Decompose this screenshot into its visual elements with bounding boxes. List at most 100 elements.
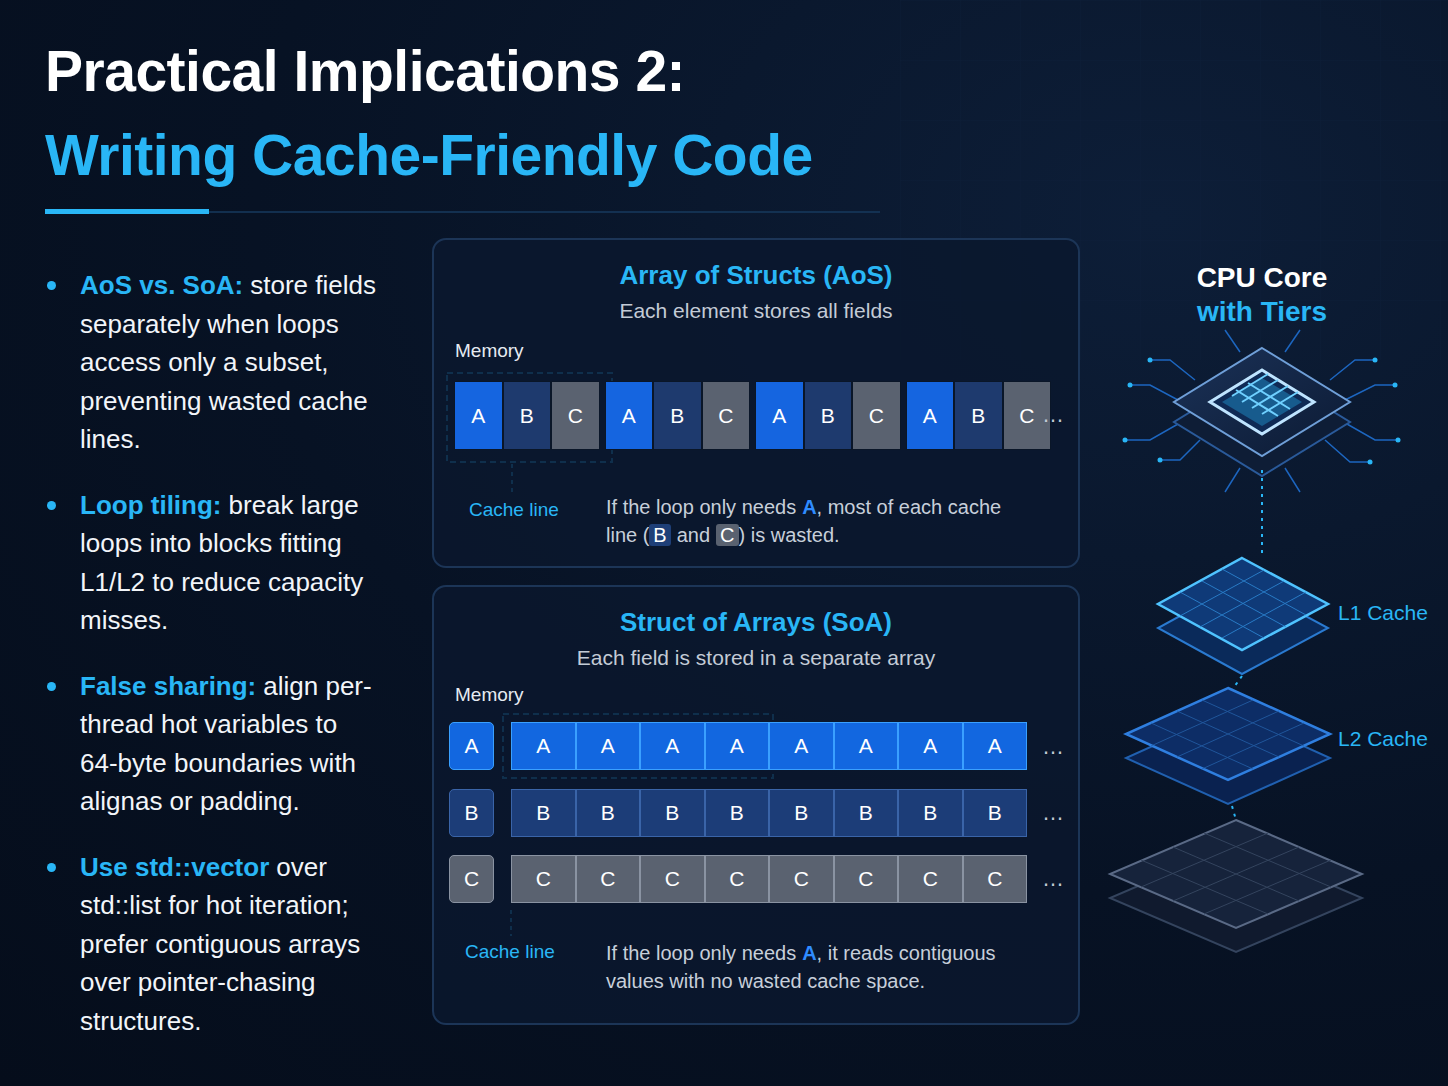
bullet-lead: AoS vs. SoA: bbox=[80, 270, 243, 300]
bullet-lead: False sharing: bbox=[80, 671, 256, 701]
panel-title: Array of Structs (AoS) bbox=[434, 260, 1078, 291]
memory-cell: A bbox=[755, 381, 804, 450]
bullet-dot bbox=[47, 863, 56, 872]
cell-label: A bbox=[859, 734, 873, 758]
cpu-title: CPU Core bbox=[1132, 262, 1392, 294]
bullet-dot bbox=[47, 501, 56, 510]
panel-subtitle: Each element stores all fields bbox=[434, 299, 1078, 323]
note-chip: B bbox=[649, 524, 670, 546]
bullet-list: AoS vs. SoA:store fields separately when… bbox=[45, 266, 380, 1067]
memory-cell: C bbox=[963, 855, 1028, 903]
memory-cell: A bbox=[640, 722, 705, 770]
memory-cell: C bbox=[834, 855, 899, 903]
cell-label: B bbox=[730, 801, 744, 825]
memory-cell: C bbox=[702, 381, 751, 450]
memory-cell: B bbox=[653, 381, 702, 450]
note-part: ) is wasted. bbox=[739, 524, 840, 546]
note-part: and bbox=[677, 524, 710, 546]
panel-header: Array of Structs (AoS) Each element store… bbox=[434, 260, 1078, 323]
memory-cell: C bbox=[769, 855, 834, 903]
cell-label: C bbox=[987, 867, 1002, 891]
cell-label: C bbox=[536, 867, 551, 891]
cache-line-bracket bbox=[503, 714, 773, 778]
cell-label: C bbox=[718, 404, 733, 428]
cell-label: B bbox=[923, 801, 937, 825]
ellipsis: … bbox=[1042, 866, 1064, 892]
memory-cell: A bbox=[605, 381, 654, 450]
memory-cell: B bbox=[640, 789, 705, 837]
note-part: If the loop only needs bbox=[606, 942, 796, 964]
memory-cell: A bbox=[834, 722, 899, 770]
cell-label: B bbox=[464, 801, 478, 825]
cpu-illustration bbox=[1110, 330, 1401, 952]
memory-cell: B bbox=[769, 789, 834, 837]
cell-label: B bbox=[601, 801, 615, 825]
memory-cell: A bbox=[906, 381, 955, 450]
cell-label: A bbox=[730, 734, 744, 758]
cell-label: B bbox=[859, 801, 873, 825]
memory-cell: C bbox=[852, 381, 901, 450]
memory-cell: A bbox=[454, 381, 503, 450]
cell-label: C bbox=[600, 867, 615, 891]
cell-label: A bbox=[622, 404, 636, 428]
memory-cell: C bbox=[640, 855, 705, 903]
bullet-item: Use std::vectorover std::list for hot it… bbox=[45, 848, 380, 1041]
cell-label: C bbox=[1019, 404, 1034, 428]
cell-label: A bbox=[772, 404, 786, 428]
panel-title: Struct of Arrays (SoA) bbox=[434, 607, 1078, 638]
bullet-dot bbox=[47, 682, 56, 691]
memory-cell: A bbox=[576, 722, 641, 770]
title: Practical Implications 2: bbox=[45, 38, 685, 104]
note-text: If the loop only needsA, most of each ca… bbox=[606, 493, 1006, 549]
note-chip: C bbox=[716, 524, 738, 546]
memory-cell: C bbox=[705, 855, 770, 903]
memory-cell: B bbox=[804, 381, 853, 450]
cell-label: C bbox=[858, 867, 873, 891]
cell-label: C bbox=[665, 867, 680, 891]
cell-label: B bbox=[665, 801, 679, 825]
memory-cell: B bbox=[834, 789, 899, 837]
cell-label: A bbox=[988, 734, 1002, 758]
memory-cell: B bbox=[449, 789, 494, 837]
cell-label: B bbox=[971, 404, 985, 428]
bullet-lead: Loop tiling: bbox=[80, 490, 222, 520]
ellipsis: … bbox=[1042, 800, 1064, 826]
cell-label: B bbox=[988, 801, 1002, 825]
note-text: If the loop only needsA, it reads contig… bbox=[606, 939, 1046, 995]
cell-label: A bbox=[471, 404, 485, 428]
cache-line-label: Cache line bbox=[465, 941, 555, 963]
memory-cell: B bbox=[898, 789, 963, 837]
cell-label: A bbox=[794, 734, 808, 758]
tier-label: L2 Cache bbox=[1338, 727, 1428, 751]
memory-cell: B bbox=[963, 789, 1028, 837]
memory-cell: A bbox=[449, 722, 494, 770]
memory-cell: C bbox=[511, 855, 576, 903]
memory-label: Memory bbox=[455, 340, 524, 362]
cell-label: B bbox=[520, 404, 534, 428]
panel-header: Struct of Arrays (SoA) Each field is stor… bbox=[434, 607, 1078, 670]
cell-label: C bbox=[794, 867, 809, 891]
note-highlight: A bbox=[802, 942, 816, 964]
cache-line-label: Cache line bbox=[469, 499, 559, 521]
cell-label: A bbox=[536, 734, 550, 758]
bullet-item: AoS vs. SoA:store fields separately when… bbox=[45, 266, 380, 459]
cell-label: A bbox=[601, 734, 615, 758]
note-highlight: A bbox=[802, 496, 816, 518]
cell-label: A bbox=[665, 734, 679, 758]
note-part: If the loop only needs bbox=[606, 496, 796, 518]
ellipsis: … bbox=[1042, 734, 1064, 760]
cell-label: B bbox=[794, 801, 808, 825]
memory-cell: C bbox=[898, 855, 963, 903]
ellipsis: … bbox=[1042, 402, 1064, 428]
tier-label: L1 Cache bbox=[1338, 601, 1428, 625]
panel-subtitle: Each field is stored in a separate array bbox=[434, 646, 1078, 670]
cell-label: C bbox=[869, 404, 884, 428]
cell-label: C bbox=[729, 867, 744, 891]
bullet-item: Loop tiling:break large loops into block… bbox=[45, 486, 380, 640]
cell-label: A bbox=[923, 404, 937, 428]
subtitle: Writing Cache-Friendly Code bbox=[45, 122, 813, 188]
bullet-item: False sharing:align per-thread hot varia… bbox=[45, 667, 380, 821]
memory-label: Memory bbox=[455, 684, 524, 706]
memory-cell: C bbox=[551, 381, 600, 450]
memory-cell: A bbox=[963, 722, 1028, 770]
